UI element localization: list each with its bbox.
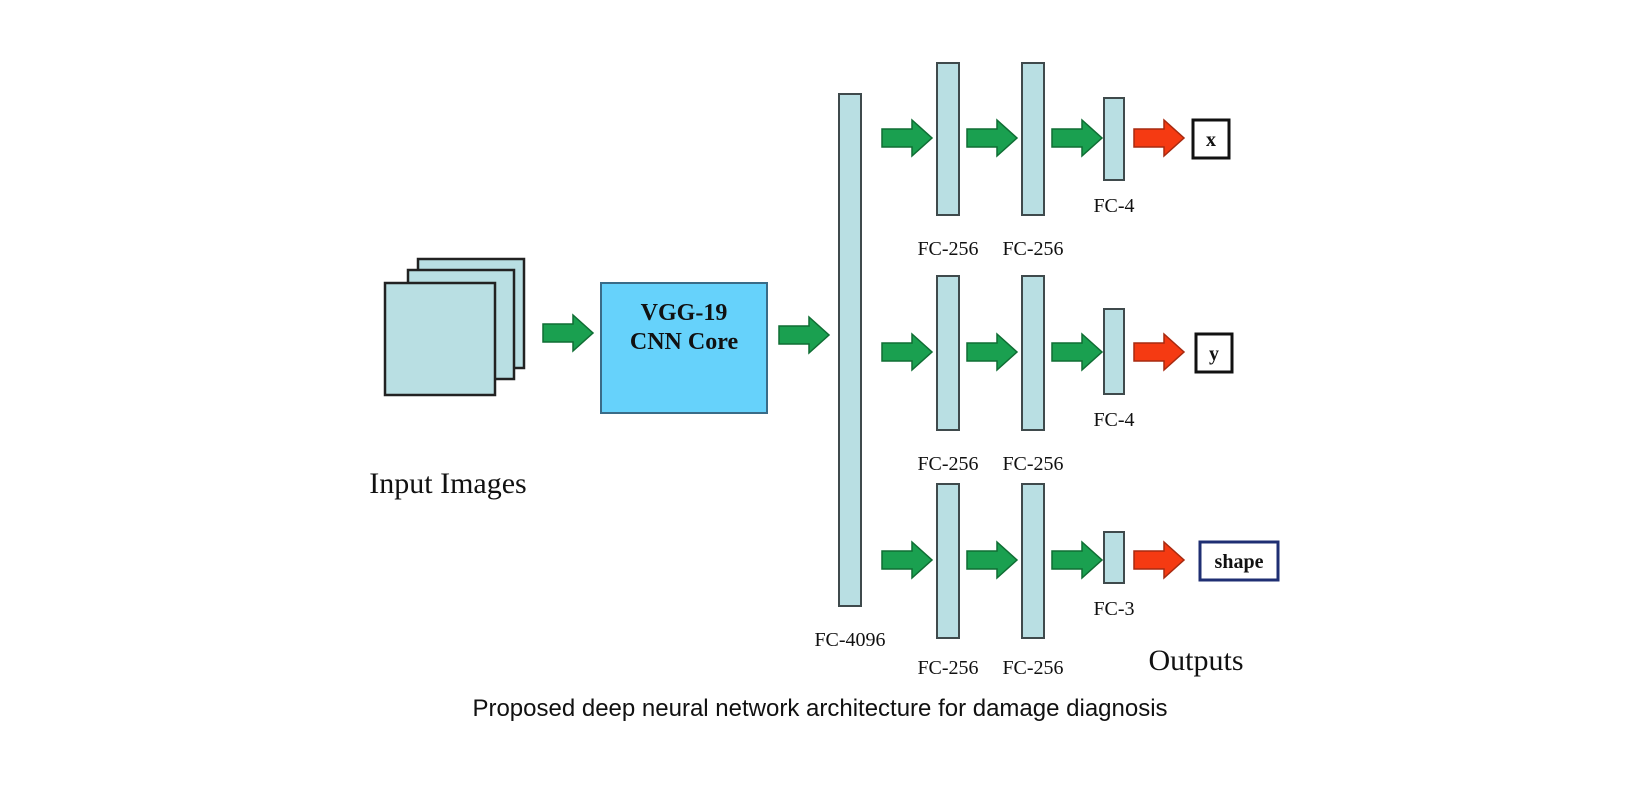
flow-arrow-icon	[542, 314, 594, 352]
output-label: y	[1209, 343, 1219, 365]
fc-4096-label: FC-4096	[814, 629, 885, 651]
flow-arrow-icon	[881, 333, 933, 371]
output-arrow-icon	[1133, 541, 1185, 579]
flow-arrow-icon	[966, 333, 1018, 371]
head-layer-label: FC-3	[1093, 598, 1134, 620]
hidden-layer-label: FC-256	[1002, 657, 1063, 679]
fc-256-layer	[1021, 275, 1045, 431]
head-layer-label: FC-4	[1093, 409, 1134, 431]
fc-256-layer	[1021, 62, 1045, 216]
branch-shape: FC-256 FC-256 FC-3 shape	[881, 483, 1280, 679]
output-arrow-icon	[1133, 119, 1185, 157]
fc-4096-layer	[838, 93, 862, 607]
vgg19-cnn-core-block	[600, 282, 768, 414]
head-layer-label: FC-4	[1093, 195, 1134, 217]
head-layer	[1103, 531, 1125, 584]
flow-arrow-icon	[881, 119, 933, 157]
hidden-layer-label: FC-256	[917, 238, 978, 260]
fc-256-layer	[936, 62, 960, 216]
output-box-x	[1191, 118, 1231, 160]
flow-arrow-icon	[1051, 333, 1103, 371]
hidden-layer-label: FC-256	[917, 453, 978, 475]
flow-arrow-icon	[966, 119, 1018, 157]
output-box-y	[1194, 332, 1234, 374]
hidden-layer-label: FC-256	[1002, 238, 1063, 260]
branch-y: FC-256 FC-256 FC-4 y	[881, 275, 1234, 475]
flow-arrow-icon	[1051, 541, 1103, 579]
branch-x: FC-256 FC-256 FC-4 x	[881, 62, 1231, 260]
output-box-shape	[1198, 540, 1280, 582]
output-label: shape	[1215, 551, 1264, 573]
input-image-sheet-front	[383, 281, 497, 397]
fc-256-layer	[936, 275, 960, 431]
flow-arrow-icon	[1051, 119, 1103, 157]
hidden-layer-label: FC-256	[917, 657, 978, 679]
output-label: x	[1206, 129, 1216, 151]
head-layer	[1103, 97, 1125, 181]
core-title-line1: VGG-19	[641, 300, 728, 326]
fc-256-layer	[936, 483, 960, 639]
input-images-stack	[383, 257, 526, 397]
flow-arrow-icon	[966, 541, 1018, 579]
figure-caption: Proposed deep neural network architectur…	[472, 695, 1167, 722]
flow-arrow-icon	[881, 541, 933, 579]
outputs-heading: Outputs	[1148, 644, 1243, 677]
output-arrow-icon	[1133, 333, 1185, 371]
input-images-label: Input Images	[369, 467, 526, 500]
head-layer	[1103, 308, 1125, 395]
hidden-layer-label: FC-256	[1002, 453, 1063, 475]
flow-arrow-icon	[778, 316, 830, 354]
fc-256-layer	[1021, 483, 1045, 639]
core-title-line2: CNN Core	[630, 329, 739, 355]
